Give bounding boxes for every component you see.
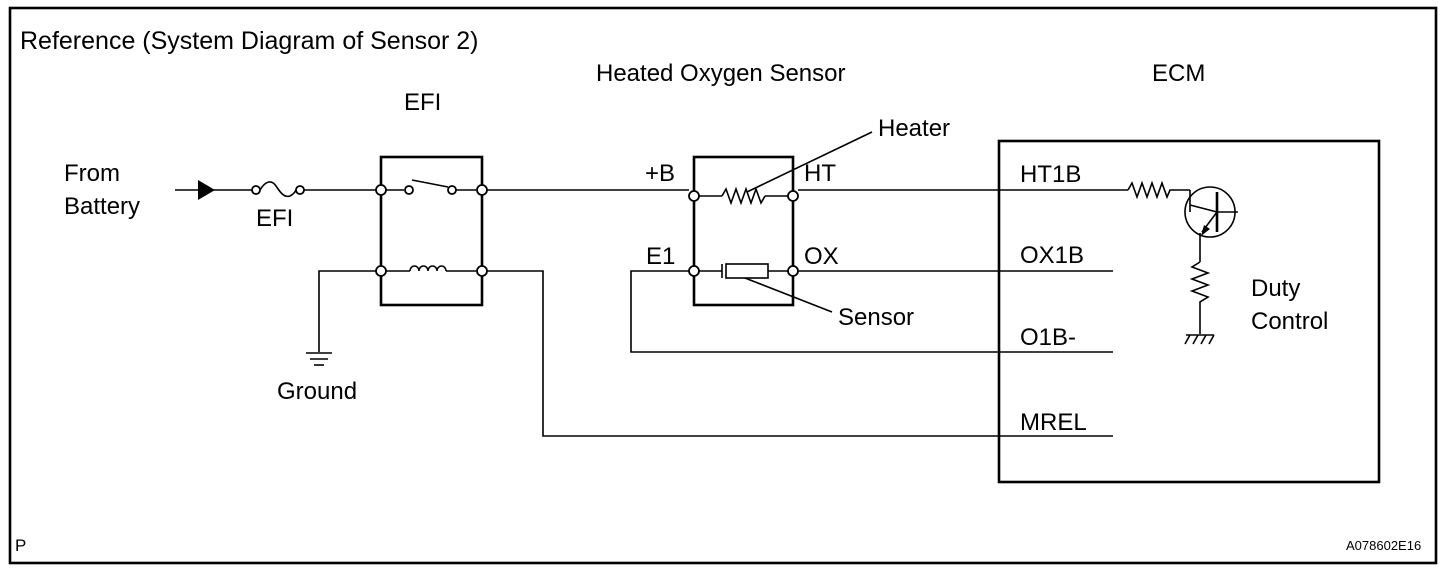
from-battery-label-line2: Battery [64, 193, 140, 220]
ecm-pin-ht1b-label: HT1B [1020, 161, 1081, 188]
duty-control-label-line2: Control [1251, 308, 1328, 335]
sensor-box [692, 155, 795, 307]
fuse-efi [251, 181, 305, 198]
relay-terminal-out [476, 184, 488, 196]
relay-coil-terminal-ground [375, 265, 387, 277]
sensor-terminal-e1 [688, 265, 700, 277]
from-battery-label-line1: From [64, 160, 120, 187]
sensor-terminal-ox [787, 265, 799, 277]
ground-label: Ground [277, 378, 357, 405]
sensor-label: Sensor [838, 304, 914, 331]
mrel-wire [487, 270, 1113, 437]
ground-wire [318, 270, 376, 352]
pin-plus-b-label: +B [645, 160, 675, 187]
relay-coil-terminal-mrel [476, 265, 488, 277]
relay-terminal-in [375, 184, 387, 196]
relay-switch [386, 179, 476, 195]
ecm-pin-mrel-label: MREL [1020, 409, 1087, 436]
duty-control-label-line1: Duty [1251, 275, 1300, 302]
heater-resistor [699, 186, 788, 206]
ground-icon [306, 352, 332, 366]
pin-e1-label: E1 [646, 243, 675, 270]
heater-label: Heater [878, 115, 950, 142]
sensor-element [699, 263, 788, 279]
ecm-emitter-resistor [1189, 261, 1211, 334]
battery-arrow-icon [198, 180, 215, 200]
ecm-box [997, 139, 1381, 484]
chassis-ground-icon [1184, 334, 1215, 345]
ecm-pin-o1b-label: O1B- [1020, 324, 1076, 351]
heater-leader-line [746, 131, 873, 193]
sensor-leader-line [744, 277, 833, 313]
pin-ht-label: HT [804, 160, 836, 187]
fuse-label: EFI [256, 205, 293, 232]
ecm-base-resistor [1127, 180, 1190, 200]
figure-code: A078602E16 [1346, 538, 1421, 553]
e1-to-o1b-wire [630, 270, 1113, 353]
diagram-title: Reference (System Diagram of Sensor 2) [20, 27, 479, 55]
sensor-terminal-ht [787, 190, 799, 202]
sensor-block-label: Heated Oxygen Sensor [596, 60, 845, 87]
relay-coil [386, 265, 476, 272]
ecm-pin-ox1b-label: OX1B [1020, 242, 1084, 269]
ecm-label: ECM [1152, 60, 1205, 87]
transistor-icon [1184, 186, 1238, 238]
page-marker: P [15, 536, 26, 555]
outer-frame [8, 6, 1438, 565]
relay-box [379, 155, 484, 307]
pin-ox-label: OX [804, 243, 839, 270]
sensor-terminal-plus-b [688, 190, 700, 202]
relay-label: EFI [404, 89, 441, 116]
